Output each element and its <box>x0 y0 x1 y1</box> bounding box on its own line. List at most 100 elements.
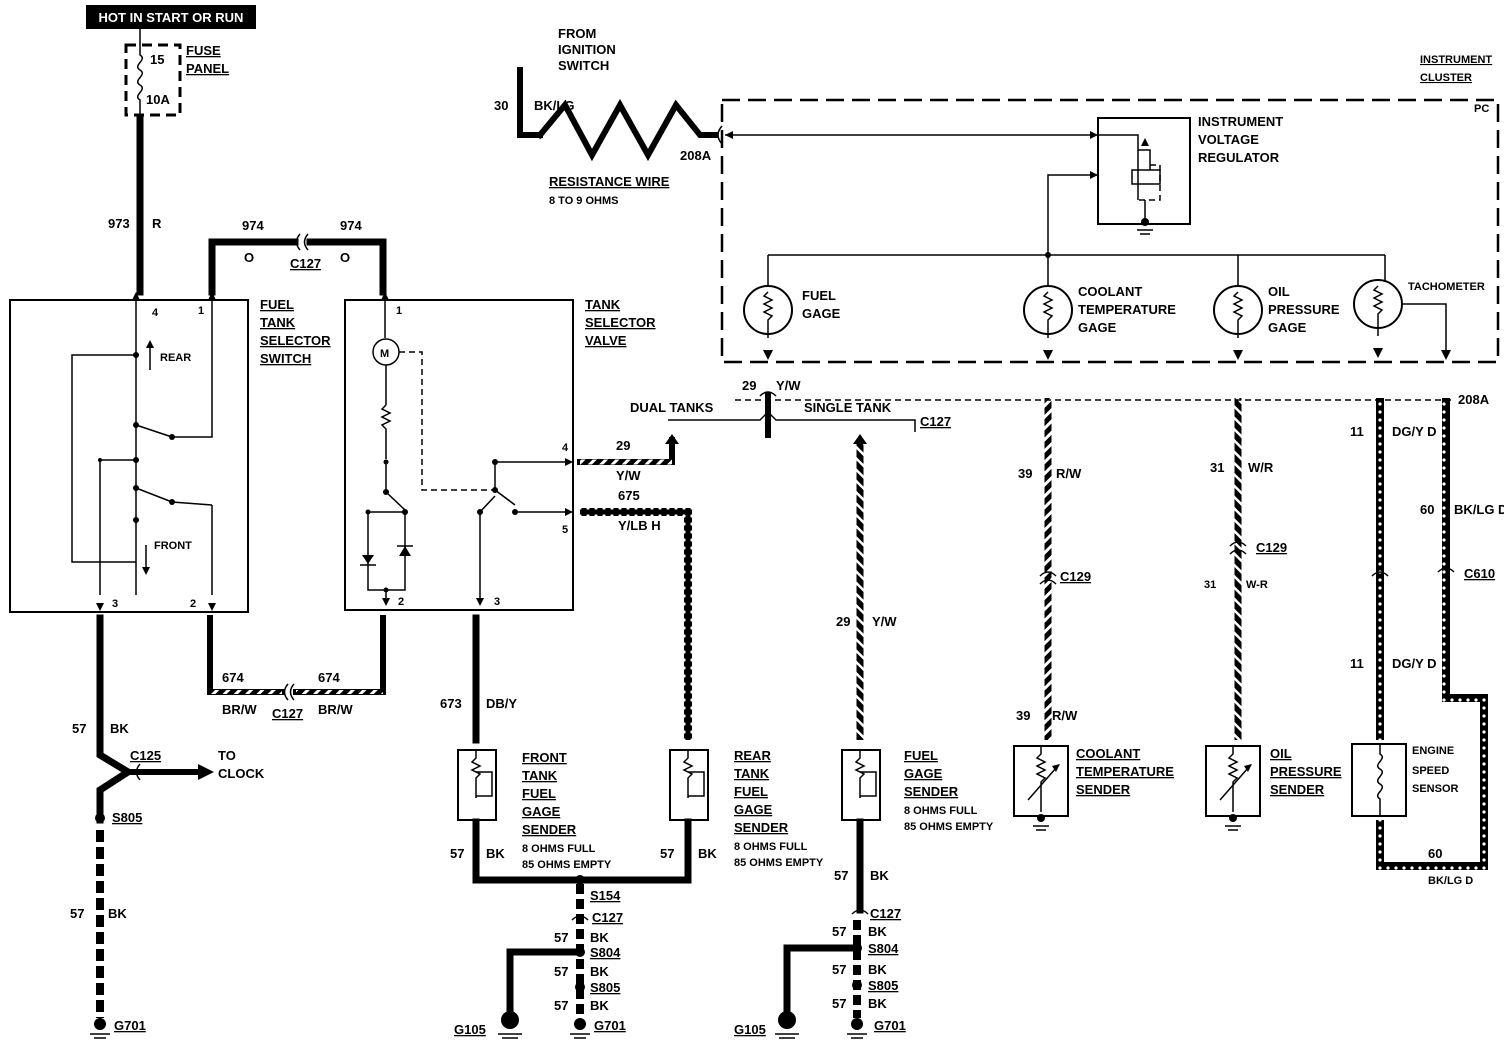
grounds-mid-g701-label: G701 <box>594 1018 626 1033</box>
grounds-mid-c127-label: C127 <box>592 910 623 925</box>
gauges-oil-3-label: GAGE <box>1268 320 1307 335</box>
senders-eng-3-label: SENSOR <box>1412 783 1459 795</box>
left-ground-w57bc-label: BK <box>108 906 127 921</box>
senders-eng-1-label: ENGINE <box>1412 745 1454 757</box>
selector-switch-pin1-label: 1 <box>198 305 204 317</box>
grounds-right-w57a-label: 57 <box>832 924 846 939</box>
selector-valve-t2-label: SELECTOR <box>585 315 656 330</box>
senders-rear-5-label: SENDER <box>734 820 789 835</box>
wires-w60a-label: 60 <box>1420 502 1434 517</box>
fuse-number-label: 15 <box>150 52 164 67</box>
wires-dual-label: DUAL TANKS <box>630 400 714 415</box>
senders-fuel-3-label: SENDER <box>904 784 959 799</box>
fuse-rating-label: 10A <box>146 92 170 107</box>
cluster-title-1-label: INSTRUMENT <box>1420 54 1492 66</box>
senders-fuel-4-label: 8 OHMS FULL <box>904 805 978 817</box>
grounds-right-g701-label: G701 <box>874 1018 906 1033</box>
wires-w29ac-label: Y/W <box>776 378 801 393</box>
right-ground-circuit: 57 BK C127 57 BK S804 57 BK S805 57 BK G… <box>734 818 906 1039</box>
senders-front-2-label: TANK <box>522 768 558 783</box>
wires-w974c2-label: O <box>340 250 350 265</box>
selector-valve-t1-label: TANK <box>585 297 621 312</box>
gauges-oil-1-label: OIL <box>1268 284 1290 299</box>
senders-fuel-1-label: FUEL <box>904 748 938 763</box>
gauges-fuel-2-label: GAGE <box>802 306 841 321</box>
selector-valve-t3-label: VALVE <box>585 333 627 348</box>
wires-w973-label: 973 <box>108 216 130 231</box>
wires-w39b-label: 39 <box>1016 708 1030 723</box>
grounds-right-w57c-label: BK <box>870 868 889 883</box>
senders-cool-1-label: COOLANT <box>1076 746 1140 761</box>
fuse-title-2-label: PANEL <box>186 61 229 76</box>
senders-cool-2-label: TEMPERATURE <box>1076 764 1174 779</box>
wires-w31b-label: 31 <box>1204 579 1216 591</box>
senders-oil-1-label: OIL <box>1270 746 1292 761</box>
wires-w29a-label: 29 <box>742 378 756 393</box>
middle-ground-circuit: 57 BK 57 BK S154 C127 57 BK S804 57 BK S… <box>450 818 717 1039</box>
senders-rear-1-label: REAR <box>734 748 771 763</box>
gauges-oil-2-label: PRESSURE <box>1268 302 1340 317</box>
senders-rear-7-label: 85 OHMS EMPTY <box>734 857 824 869</box>
gauges-tach-label: TACHOMETER <box>1408 281 1485 293</box>
grounds-mid-w57a-label: 57 <box>554 930 568 945</box>
fuel-gage-sender: FUEL GAGE SENDER 8 OHMS FULL 85 OHMS EMP… <box>841 748 994 833</box>
wires-w31a-label: 31 <box>1210 460 1224 475</box>
ignition-feed: FROM IGNITION SWITCH 30 BK/LG 208A RESIS… <box>494 26 723 207</box>
ignition-from-3-label: SWITCH <box>558 58 609 73</box>
gauges-coolant-2-label: TEMPERATURE <box>1078 302 1176 317</box>
cluster-regulator-3-label: REGULATOR <box>1198 150 1280 165</box>
oil-pressure-gauge: OIL PRESSURE GAGE <box>1213 284 1340 360</box>
wires-w674b-label: 674 <box>318 670 340 685</box>
instrument-cluster: INSTRUMENT CLUSTER PC INSTRUMENT VOLTAGE… <box>720 54 1500 364</box>
selector-valve-pin5-label: 5 <box>562 524 568 536</box>
senders-rear-4-label: GAGE <box>734 802 773 817</box>
grounds-mid-s804-label: S804 <box>590 945 621 960</box>
wires-c127a-label: C127 <box>290 256 321 271</box>
cluster-code-label: PC <box>1474 103 1489 115</box>
selector-switch-t1-label: FUEL <box>260 297 294 312</box>
selector-switch-t4-label: SWITCH <box>260 351 311 366</box>
grounds-right-w57c2-label: 57 <box>832 996 846 1011</box>
grounds-right-c127-label: C127 <box>870 906 901 921</box>
wires-c129b-label: C129 <box>1256 540 1287 555</box>
selector-switch-pin4-label: 4 <box>152 307 159 319</box>
oil-pressure-sender: OIL PRESSURE SENDER <box>1205 745 1342 831</box>
wires-w29cc-label: Y/W <box>872 614 897 629</box>
senders-oil-2-label: PRESSURE <box>1270 764 1342 779</box>
wires-w673-label: 673 <box>440 696 462 711</box>
senders-fuel-5-label: 85 OHMS EMPTY <box>904 821 994 833</box>
fuel-gauge: FUEL GAGE <box>743 285 841 360</box>
gauges-coolant-1-label: COOLANT <box>1078 284 1142 299</box>
grounds-mid-s805-label: S805 <box>590 980 620 995</box>
wires-w673c-label: DB/Y <box>486 696 517 711</box>
selector-switch-rear-label: REAR <box>160 352 191 364</box>
left-ground-w57a-label: 57 <box>72 721 86 736</box>
left-ground-g701-label: G701 <box>114 1018 146 1033</box>
senders-rear-2-label: TANK <box>734 766 770 781</box>
selector-valve-pin4-label: 4 <box>562 442 569 454</box>
wires-w60b-label: 60 <box>1428 846 1442 861</box>
senders-front-4-label: GAGE <box>522 804 561 819</box>
wires-w31ac-label: W/R <box>1248 460 1274 475</box>
wires-w973c-label: R <box>152 216 162 231</box>
fuse-title-1-label: FUSE <box>186 43 221 58</box>
wires-w974b-label: 974 <box>340 218 362 233</box>
ignition-connector-label: 208A <box>680 148 712 163</box>
selector-switch-t2-label: TANK <box>260 315 296 330</box>
senders-eng-2-label: SPEED <box>1412 765 1449 777</box>
fuel-tank-selector-switch: 4 1 REAR FRONT 3 2 <box>9 292 249 613</box>
rear-tank-fuel-gage-sender: REAR TANK FUEL GAGE SENDER 8 OHMS FULL 8… <box>669 748 824 869</box>
senders-rear-6-label: 8 OHMS FULL <box>734 841 808 853</box>
tank-selector-valve: M 1 4 5 2 3 <box>344 292 574 611</box>
wires-c610-label: C610 <box>1464 566 1495 581</box>
grounds-mid-w57fc-label: BK <box>486 846 505 861</box>
cluster-regulator-1-label: INSTRUMENT <box>1198 114 1283 129</box>
selector-switch-pin3-label: 3 <box>112 598 118 610</box>
wires-w208a2-label: 208A <box>1458 392 1490 407</box>
wires-w674a-label: 674 <box>222 670 244 685</box>
grounds-mid-w57rc-label: BK <box>698 846 717 861</box>
cluster-title-2-label: CLUSTER <box>1420 72 1472 84</box>
front-tank-fuel-gage-sender: FRONT TANK FUEL GAGE SENDER 8 OHMS FULL … <box>457 749 612 871</box>
gauges-coolant-3-label: GAGE <box>1078 320 1117 335</box>
